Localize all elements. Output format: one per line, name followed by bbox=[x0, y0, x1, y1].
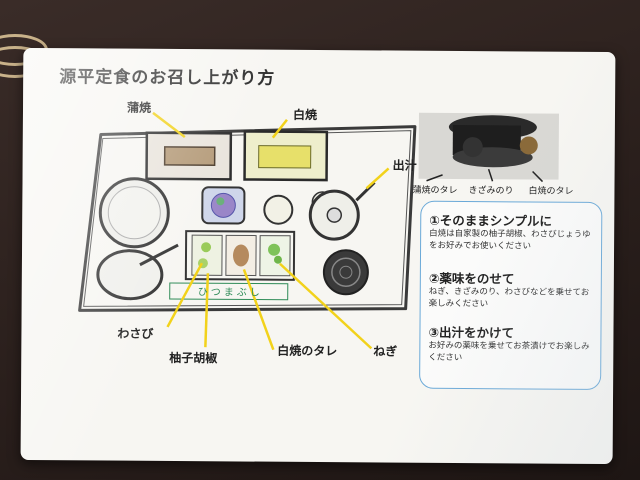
step-3-heading: ③出汁をかけて bbox=[428, 324, 515, 341]
step-1-body: 白焼は自家製の柚子胡椒、わさびじょうゆをお好みでお使いください bbox=[429, 228, 591, 252]
dark-bowl bbox=[322, 249, 369, 296]
label-kabayaki: 蒲焼 bbox=[126, 100, 152, 115]
step-2-body: ねぎ、きざみのり、わさびなどを乗せてお楽しみください bbox=[428, 286, 590, 310]
step-3-body: お好みの薬味を乗せてお茶漬けでお楽しみください bbox=[428, 340, 590, 364]
label-wasabi: わさび bbox=[117, 326, 154, 341]
small-plate bbox=[263, 194, 294, 225]
step-2-heading: ②薬味をのせて bbox=[428, 270, 515, 287]
instructions-panel: ①そのままシンプルに 白焼は自家製の柚子胡椒、わさびじょうゆをお好みでお使いくだ… bbox=[419, 200, 603, 390]
label-shirayaki: 白焼 bbox=[292, 107, 318, 122]
menu-card: 源平定食のお召し上がり方 bbox=[20, 47, 616, 465]
step-1-heading: ①そのままシンプルに bbox=[429, 212, 553, 229]
label-negi: ねぎ bbox=[373, 344, 398, 359]
label-dashi: 出汁 bbox=[392, 158, 417, 173]
photo-label-shirayaki-tare: 白焼のタレ bbox=[528, 186, 574, 197]
label-yuzu-kosho: 柚子胡椒 bbox=[169, 350, 218, 366]
photo-label-kizami-nori: きざみのり bbox=[468, 186, 514, 197]
tray-caption: ひつまぶし bbox=[197, 287, 263, 299]
photo-label-kabayaki-tare: 蒲焼のタレ bbox=[412, 185, 458, 196]
label-shirayaki-tare: 白焼のタレ bbox=[277, 343, 338, 359]
